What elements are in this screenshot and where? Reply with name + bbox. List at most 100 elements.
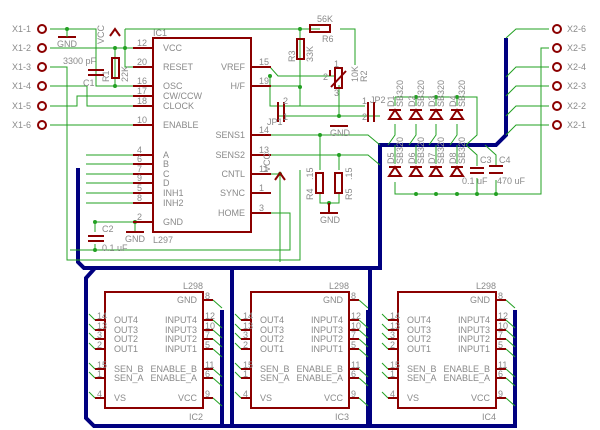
l298-pin-num: 1 [390,369,395,379]
l298-wire [505,319,516,329]
l298-pin-num: 4 [243,389,248,399]
junction-dot [318,133,322,137]
l298-wire [358,329,369,339]
l298-pin-num: 13 [390,321,400,331]
r4-name: R4 [305,188,315,200]
l298-pin-num: 13 [97,321,107,331]
l298-wire [234,313,242,321]
c1-name: C1 [83,78,95,88]
diode-name: D4 [448,95,458,107]
vcc-arrow-icon [274,171,286,181]
junction-dot [434,192,438,196]
ic1-pin-label: INH1 [163,188,184,198]
l298-wire [88,323,96,331]
l298-pin-label: ENABLE_A [150,373,197,383]
l298-pin-num: 14 [390,311,400,321]
connector-pad-x1[interactable] [37,43,47,53]
l298-wire [212,397,223,407]
ic1-pin-num: 1 [259,183,264,193]
ic1-pin-label: INH2 [163,198,184,208]
c4-symbol [489,165,503,174]
jp2-symbol[interactable] [367,102,375,122]
connector-label: X2-1 [567,120,586,130]
l298-pin-label: OUT4 [114,315,138,325]
l298-wire [234,332,242,340]
diode-icon [449,108,465,120]
c2-name: C2 [102,224,114,234]
r3-name: R3 [287,50,297,62]
l298-pin-num: 12 [205,311,215,321]
diode-part: SB320 [436,137,446,164]
l298-pin-label: VS [260,393,272,403]
connector-pad-x2[interactable] [552,81,562,91]
l298-wire [234,362,242,370]
ic1-pin-label: SENS2 [215,150,245,160]
connector-pad-x1[interactable] [37,81,47,91]
connector-pad-x2[interactable] [552,24,562,34]
connector-pad-x1[interactable] [37,24,47,34]
r6-symbol [309,24,331,33]
l298-wire [505,368,516,378]
junction-dot [337,114,341,118]
l298-part: L298 [183,281,203,291]
l298-pin-num: 11 [205,360,214,370]
l298-pin-label: OUT2 [114,334,138,344]
connector-pad-x1[interactable] [37,62,47,72]
diode-icon [387,165,403,177]
l298-pin-num: 6 [205,369,210,379]
connector-pad-x2[interactable] [552,101,562,111]
l298-name: IC2 [189,412,203,422]
l298-wire [358,377,369,387]
diode-icon [428,108,444,120]
l298-pin-label: VS [114,393,126,403]
l298-pin-num: 11 [351,360,360,370]
l298-wire [212,368,223,378]
l298-wire [505,348,516,358]
l298-wire [358,299,369,309]
gnd-label: GND [320,215,341,225]
l298-pin-num: 15 [243,360,253,370]
junction-dot [298,27,302,31]
l298-wire [88,362,96,370]
l298-wire [234,323,242,331]
r4-value: .15 [305,167,315,180]
l298-pin-label: OUT4 [407,315,431,325]
connector-pad-x1[interactable] [37,120,47,130]
r1-value: 22K [120,66,130,82]
l298-pin-label: INPUT2 [311,334,343,344]
ic1-pin-num: 17 [137,86,147,96]
diode-name: D1 [386,95,396,107]
l298-pin-label: OUT2 [260,334,284,344]
junction-dot [455,95,459,99]
connector-pad-x2[interactable] [552,43,562,53]
l298-pin-label: ENABLE_A [296,373,343,383]
gnd-label: GND [57,39,78,49]
gnd-icon [320,203,338,214]
connector-pad-x2[interactable] [552,120,562,130]
l298-wire [505,299,516,309]
l298-pin-num: 15 [390,360,400,370]
l298-wire [381,323,389,331]
jp1-symbol[interactable] [277,102,285,122]
diode-part: SB320 [457,137,467,164]
vcc-label-1: VCC [96,24,106,44]
l298-wire [358,338,369,348]
l298-pin-label: INPUT4 [458,315,490,325]
l298-pin-num: 6 [498,369,503,379]
ic1-pin-num: 2 [137,212,142,222]
diode-name: D3 [427,95,437,107]
connector-label: X1-1 [12,24,31,34]
l298-wire [358,368,369,378]
l298-pin-num: 14 [243,311,253,321]
diode-part: SB320 [395,80,405,107]
l298-pin-num: 7 [351,330,356,340]
connector-pad-x2[interactable] [552,62,562,72]
l298-pin-label: OUT3 [407,325,431,335]
ic1-pin-num: 9 [137,173,142,183]
ic1-pin-label: HOME [218,208,245,218]
connector-pad-x1[interactable] [37,101,47,111]
l298-wire [358,319,369,329]
c4-name: C4 [499,155,511,165]
l298-wire [212,329,223,339]
